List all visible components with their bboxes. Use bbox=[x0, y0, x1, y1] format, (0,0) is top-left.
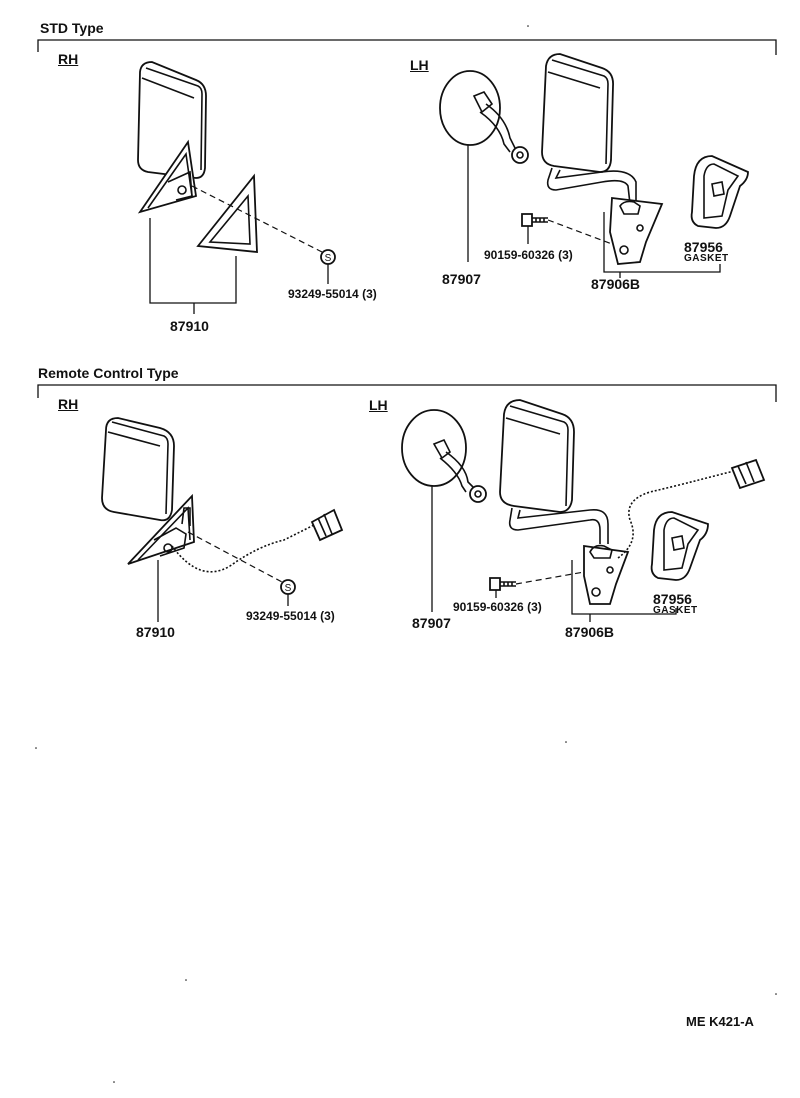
remote-lh-gasket-number: 87956 bbox=[653, 591, 692, 607]
std-type-title: STD Type bbox=[40, 20, 104, 36]
footer-code: ME K421-A bbox=[686, 1014, 754, 1029]
std-lh-bolt bbox=[521, 213, 548, 227]
remote-lh-gasket-part bbox=[650, 511, 709, 581]
remote-lh-label: LH bbox=[369, 397, 388, 413]
remote-rh-mirror-assembly bbox=[101, 417, 344, 573]
std-lh-main-mirror bbox=[541, 53, 664, 265]
remote-lh-mirror-part: 87907 bbox=[412, 615, 451, 631]
remote-type-title: Remote Control Type bbox=[38, 365, 179, 381]
std-rh-screw-part: 93249-55014 (3) bbox=[288, 287, 377, 301]
remote-lh-main-mirror bbox=[499, 399, 766, 605]
remote-lh-bolt-part: 90159-60326 (3) bbox=[453, 600, 542, 614]
remote-lh-gasket-label: GASKET bbox=[653, 605, 698, 616]
remote-lh-bolt bbox=[489, 577, 516, 591]
std-lh-gasket-number: 87956 bbox=[684, 239, 723, 255]
remote-rh-screw-symbol: S bbox=[280, 579, 296, 595]
remote-rh-label: RH bbox=[58, 396, 79, 412]
std-rh-screw-symbol: S bbox=[320, 249, 336, 265]
remote-lh-spot-mirror bbox=[401, 409, 487, 503]
std-lh-gasket-label: GASKET bbox=[684, 253, 729, 264]
std-rh-assembly-part: 87910 bbox=[170, 318, 209, 334]
std-rh-gasket bbox=[196, 173, 258, 254]
remote-section-bracket bbox=[37, 384, 777, 402]
std-rh-mirror-assembly bbox=[137, 61, 207, 214]
std-lh-label: LH bbox=[410, 57, 429, 73]
std-rh-screw-symbol-text: S bbox=[325, 253, 332, 264]
std-lh-mirror-part: 87907 bbox=[442, 271, 481, 287]
std-lh-gasket-part bbox=[690, 155, 749, 229]
remote-rh-screw-symbol-text: S bbox=[285, 583, 292, 594]
std-lh-spot-mirror bbox=[439, 70, 529, 164]
std-lh-bolt-part: 90159-60326 (3) bbox=[484, 248, 573, 262]
std-lh-bracket-part: 87906B bbox=[591, 276, 641, 292]
std-section-bracket bbox=[37, 39, 777, 55]
remote-rh-screw-part: 93249-55014 (3) bbox=[246, 609, 335, 623]
remote-lh-bracket-part: 87906B bbox=[565, 624, 615, 640]
std-rh-label: RH bbox=[58, 51, 79, 67]
remote-rh-assembly-part: 87910 bbox=[136, 624, 175, 640]
